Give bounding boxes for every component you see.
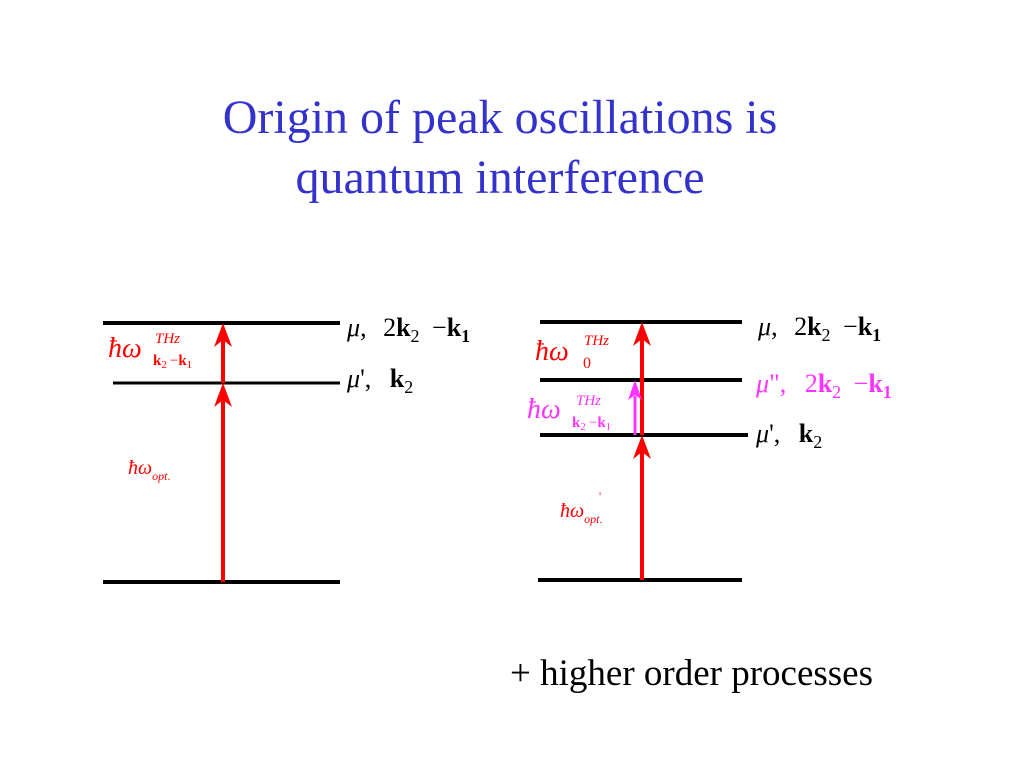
right-second-level-label: μ", 2k2 −k1 — [755, 369, 892, 404]
slide-title: Origin of peak oscillations is quantum i… — [0, 88, 1000, 208]
right-thz-photon-label: ħω — [527, 394, 561, 425]
left-upper-level-label: μ, 2k2 −k1 — [346, 313, 470, 348]
right-thz0-superscript: THz — [584, 333, 609, 349]
left-middle-level-label: μ', k2 — [346, 364, 413, 397]
right-thz0-arrowhead — [633, 322, 651, 346]
right-optical-photon-label: ħωopt. — [560, 500, 602, 526]
right-thz-magenta-arrowhead — [628, 380, 642, 400]
right-diagram: μ, 2k2 −k1 μ", 2k2 −k1 μ', k2 ħω THz 0 ħ… — [527, 312, 892, 582]
left-thz-arrowhead — [214, 323, 232, 347]
footer-note: + higher order processes — [510, 653, 873, 694]
title-line-2: quantum interference — [295, 151, 705, 204]
right-thz0-subscript: 0 — [583, 355, 591, 372]
right-third-level-label: μ', k2 — [755, 419, 822, 452]
right-optical-arrowhead — [633, 435, 651, 459]
right-thz-subscript: k2−k1 — [572, 415, 611, 433]
left-optical-arrowhead — [214, 383, 232, 407]
title-line-1: Origin of peak oscillations is — [222, 91, 778, 144]
right-thz-superscript: THz — [576, 393, 601, 409]
left-diagram: μ, 2k2 −k1 μ', k2 ħω THz k2−k1 ħωopt. — [103, 313, 470, 584]
left-thz-superscript: THz — [155, 331, 180, 347]
left-thz-subscript: k2−k1 — [153, 353, 192, 371]
left-optical-photon-label: ħωopt. — [128, 457, 170, 483]
left-thz-photon-label: ħω — [108, 333, 142, 364]
right-upper-level-label: μ, 2k2 −k1 — [757, 312, 881, 347]
right-optical-prime: ' — [599, 489, 601, 503]
right-thz0-photon-label: ħω — [535, 336, 569, 367]
